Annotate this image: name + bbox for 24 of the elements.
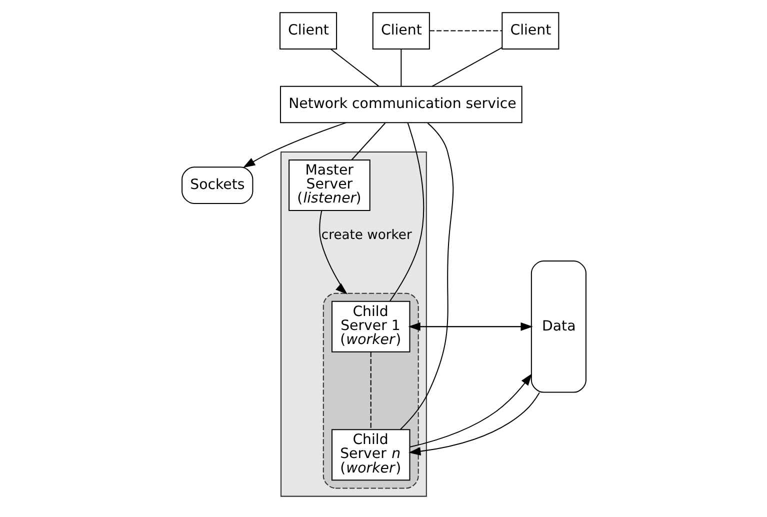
- node-box: Child Server n (worker): [331, 429, 410, 481]
- node-box: Master Server (listener): [288, 160, 370, 212]
- connector: [350, 122, 386, 160]
- node-box: Client: [372, 12, 430, 50]
- connector: [431, 47, 502, 87]
- cluster: [322, 292, 418, 489]
- connector: [389, 122, 424, 302]
- arrow: [318, 210, 348, 294]
- node-box: Client: [278, 12, 337, 50]
- connector: [330, 48, 379, 87]
- arrow: [409, 374, 532, 448]
- connector: [428, 30, 502, 32]
- arrow: [408, 392, 540, 456]
- cluster: [280, 151, 426, 497]
- edge-label: create worker: [320, 228, 412, 244]
- node-box: Data: [530, 260, 586, 393]
- arrow: [242, 122, 346, 168]
- node-box: Child Server 1 (worker): [331, 300, 410, 352]
- node-box: Network communication service: [280, 86, 522, 124]
- connector: [400, 122, 454, 430]
- connector: [400, 49, 402, 86]
- node-box: Sockets: [181, 166, 253, 204]
- connector: [370, 352, 371, 430]
- node-box: Client: [501, 12, 559, 50]
